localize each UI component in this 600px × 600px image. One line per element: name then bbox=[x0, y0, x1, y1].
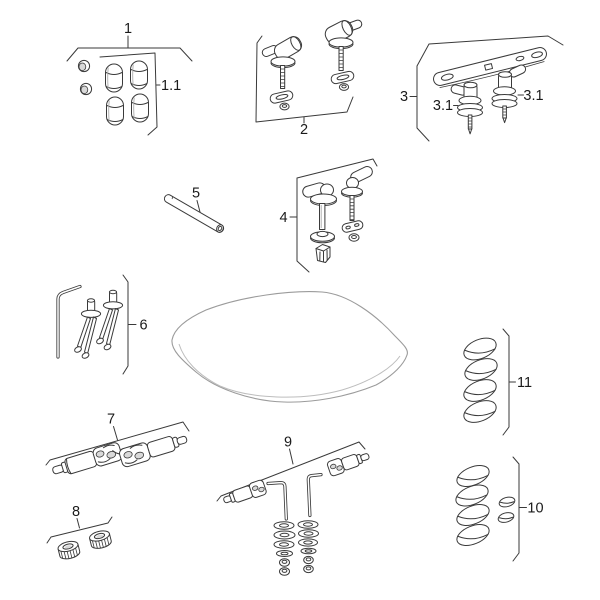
callout-8: 8 bbox=[72, 504, 80, 520]
part-group-6: 6 bbox=[56, 274, 148, 375]
hinge-post-left bbox=[302, 182, 337, 263]
part-group-5: 5 bbox=[163, 186, 225, 233]
leader-7 bbox=[113, 426, 118, 441]
buffer-pad bbox=[456, 524, 490, 546]
bracket-2 bbox=[255, 35, 354, 123]
washer-stack-right bbox=[297, 520, 319, 574]
callout-7: 7 bbox=[107, 412, 115, 428]
damper-left bbox=[52, 442, 123, 475]
buffer-pad bbox=[463, 379, 497, 402]
bracket-1 bbox=[66, 47, 193, 62]
buffer-pad bbox=[455, 484, 489, 507]
knurled-nut bbox=[57, 540, 81, 560]
part-group-9: 9 bbox=[216, 435, 370, 576]
buffer-pad-small bbox=[498, 496, 516, 508]
callout-10: 10 bbox=[527, 501, 543, 517]
bracket-9 bbox=[216, 441, 366, 502]
grommet-ring bbox=[79, 82, 93, 96]
leader-5 bbox=[196, 200, 201, 213]
hinge-right bbox=[491, 64, 527, 124]
callout-1: 1 bbox=[124, 21, 132, 37]
buffer-pad bbox=[464, 358, 498, 381]
buffer-pad bbox=[456, 465, 490, 487]
damper-small-right bbox=[326, 453, 370, 477]
buffer-pad bbox=[463, 337, 497, 361]
bracket-10 bbox=[512, 456, 520, 562]
toilet-seat-lid bbox=[171, 291, 408, 403]
buffer-capsule bbox=[130, 60, 148, 90]
damper-right bbox=[119, 435, 188, 468]
grommet-ring bbox=[77, 59, 91, 73]
part-group-1: 1 1.1 bbox=[66, 21, 193, 136]
callout-1-1: 1.1 bbox=[161, 78, 181, 94]
bracket-4 bbox=[296, 158, 378, 273]
callout-5: 5 bbox=[192, 186, 200, 202]
buffer-capsule bbox=[131, 93, 149, 123]
buffer-capsule bbox=[106, 96, 124, 126]
leader-8 bbox=[76, 518, 80, 529]
washer-stack-left bbox=[273, 521, 296, 576]
bracket-7 bbox=[45, 421, 190, 466]
callout-2: 2 bbox=[300, 122, 308, 138]
leader-9 bbox=[289, 448, 294, 465]
damper-small-left bbox=[223, 479, 267, 504]
expansion-anchor bbox=[74, 298, 102, 359]
mounting-bar bbox=[433, 47, 547, 89]
hinge-left bbox=[450, 81, 483, 135]
callout-9: 9 bbox=[284, 435, 292, 451]
bracket-3 bbox=[416, 35, 564, 142]
buffer-pad bbox=[456, 504, 490, 526]
hinge-post-right bbox=[341, 166, 373, 242]
callout-3: 3 bbox=[400, 89, 408, 105]
callout-3-1-left: 3.1 bbox=[433, 98, 453, 114]
knurled-nut bbox=[89, 530, 112, 549]
part-group-2: 2 bbox=[255, 19, 363, 138]
part-group-4: 4 bbox=[279, 158, 378, 273]
part-group-10: 10 bbox=[455, 456, 544, 562]
hinge-bolt-right bbox=[324, 19, 363, 91]
callout-3-1-right: 3.1 bbox=[523, 88, 543, 104]
part-group-7: 7 bbox=[45, 412, 190, 475]
bracket-6 bbox=[122, 274, 129, 375]
hinge-bolt-left bbox=[261, 36, 303, 111]
buffer-pad bbox=[463, 400, 497, 423]
expansion-anchor bbox=[96, 289, 124, 351]
part-group-8: 8 bbox=[46, 504, 113, 560]
callout-4: 4 bbox=[279, 210, 287, 226]
part-group-11: 11 bbox=[463, 328, 532, 436]
part-group-3: 3 bbox=[400, 35, 564, 142]
bracket-8 bbox=[46, 516, 113, 544]
bracket-1-1 bbox=[99, 52, 158, 136]
buffer-capsule bbox=[105, 63, 123, 93]
buffer-pad-small bbox=[497, 512, 515, 523]
axle-rod bbox=[163, 194, 225, 233]
callout-11: 11 bbox=[517, 375, 532, 391]
callout-6: 6 bbox=[139, 318, 147, 334]
